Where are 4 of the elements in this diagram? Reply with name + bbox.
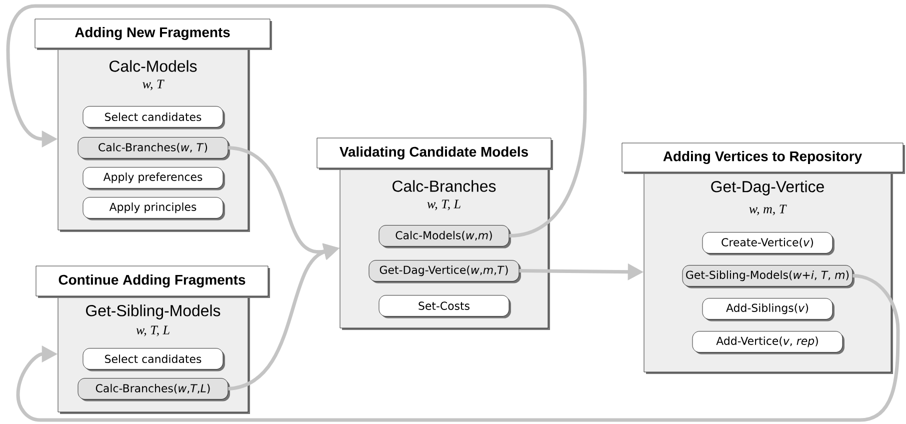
panel-title: Adding New Fragments bbox=[34, 18, 272, 50]
panel-title: Continue Adding Fragments bbox=[36, 266, 270, 298]
panel-title: Validating Candidate Models bbox=[316, 138, 553, 170]
panel-title: Adding Vertices to Repository bbox=[622, 142, 905, 174]
